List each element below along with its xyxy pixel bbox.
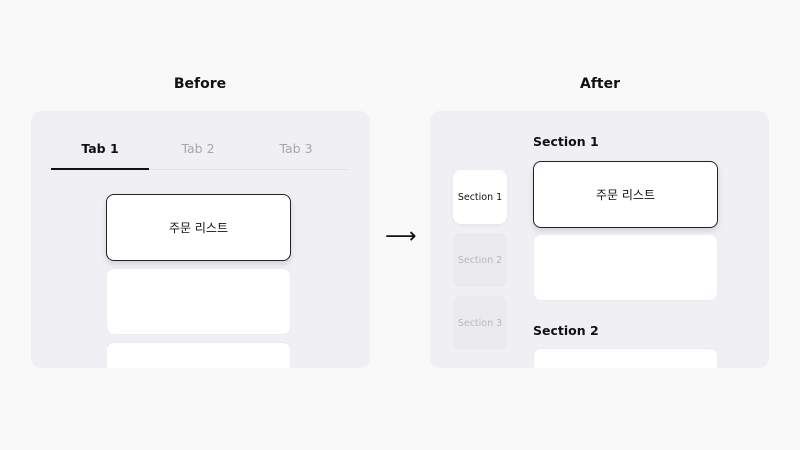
list-card[interactable]	[533, 348, 718, 368]
tab-1[interactable]: Tab 1	[81, 141, 119, 156]
list-card[interactable]	[106, 342, 291, 368]
order-list-card[interactable]: 주문 리스트	[533, 161, 718, 228]
tab-3[interactable]: Tab 3	[279, 141, 313, 156]
active-tab-underline	[51, 168, 149, 170]
section-1-title: Section 1	[533, 134, 599, 149]
nav-item-section-3[interactable]: Section 3	[453, 296, 507, 350]
order-list-card[interactable]: 주문 리스트	[106, 194, 291, 261]
transition-arrow-icon: ⟶	[385, 224, 417, 249]
list-card[interactable]	[106, 268, 291, 335]
after-panel: Section 1 Section 2 Section 3 Section 1 …	[430, 111, 769, 368]
after-heading: After	[579, 76, 621, 92]
order-list-card-label: 주문 리스트	[595, 188, 655, 202]
nav-item-section-1[interactable]: Section 1	[453, 170, 507, 224]
before-heading: Before	[173, 76, 227, 92]
tab-divider	[149, 169, 348, 170]
tab-2[interactable]: Tab 2	[181, 141, 215, 156]
section-2-title: Section 2	[533, 323, 599, 338]
list-card[interactable]	[533, 234, 718, 301]
nav-item-section-2[interactable]: Section 2	[453, 233, 507, 287]
before-panel: Tab 1 Tab 2 Tab 3 주문 리스트	[31, 111, 370, 368]
order-list-card-label: 주문 리스트	[168, 221, 228, 235]
